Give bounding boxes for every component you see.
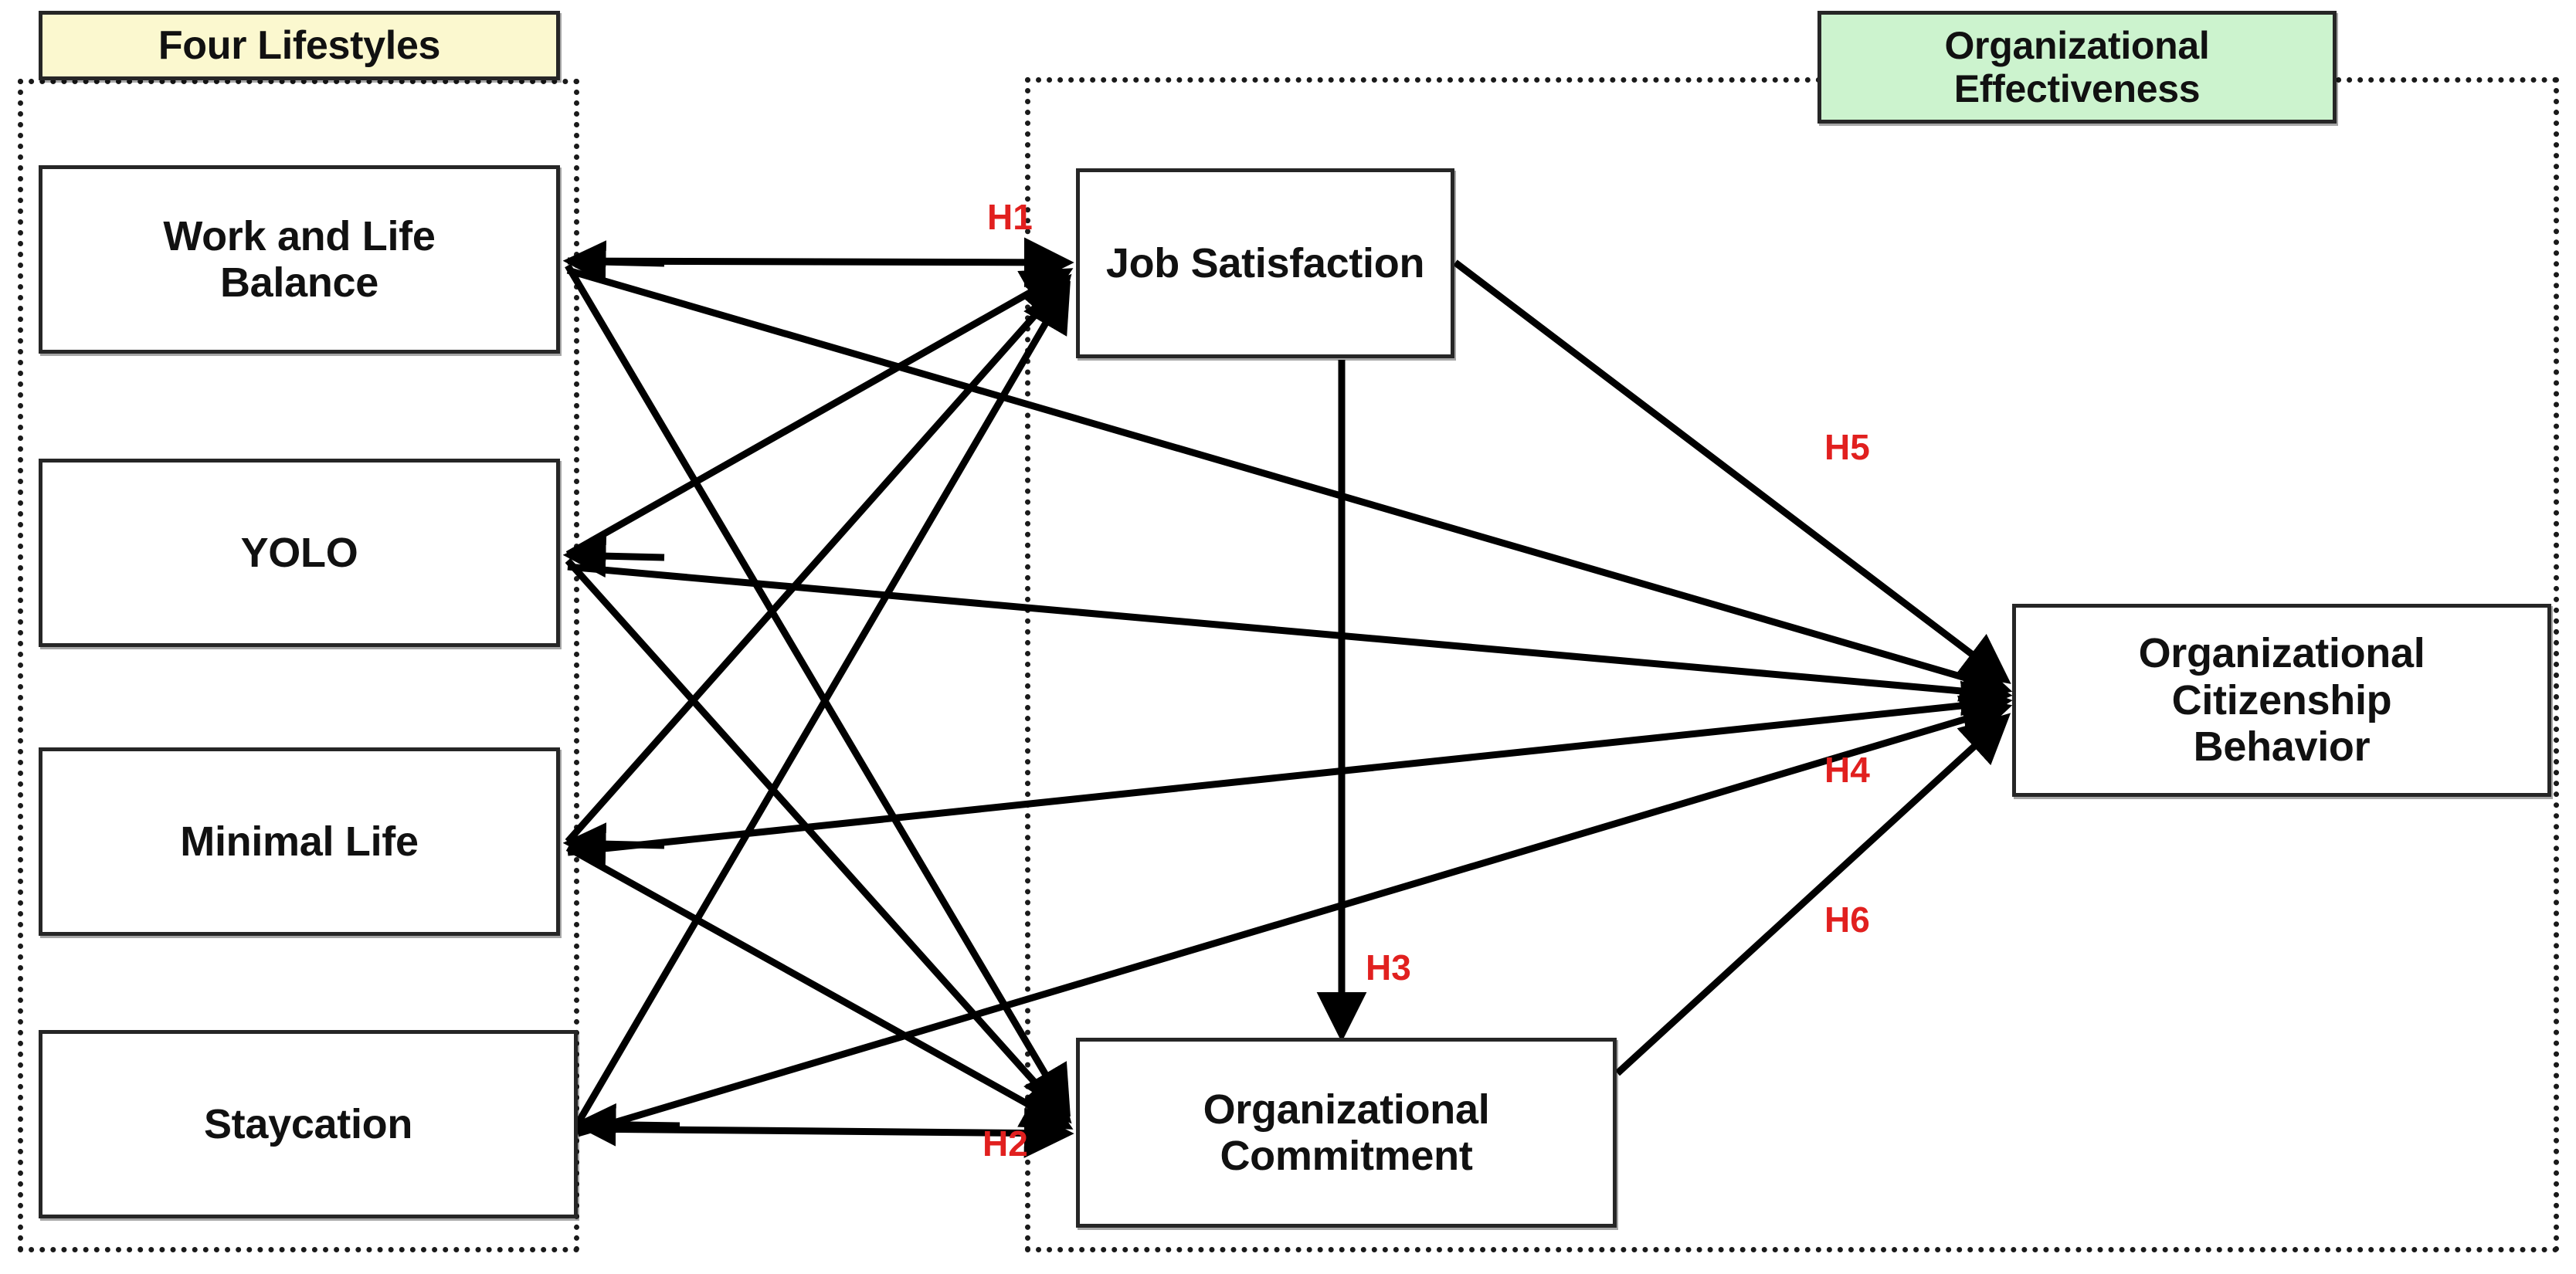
hypothesis-label-h6: H6 — [1824, 900, 1870, 940]
node-staycation[interactable]: Staycation — [39, 1030, 578, 1218]
node-staycation-label: Staycation — [203, 1100, 413, 1147]
hypothesis-label-h2: H2 — [983, 1123, 1028, 1164]
node-minimal-life[interactable]: Minimal Life — [39, 747, 560, 936]
group-title-four-lifestyles-label: Four Lifestyles — [158, 22, 441, 68]
origin-arrowheads — [562, 240, 680, 1147]
node-yolo-label: YOLO — [240, 529, 358, 576]
hypothesis-label-h5: H5 — [1824, 427, 1870, 467]
node-job-satisfaction-label: Job Satisfaction — [1105, 239, 1425, 286]
node-organizational-commitment[interactable]: Organizational Commitment — [1076, 1038, 1617, 1228]
path-lifestyles-to-organizational-commitment — [565, 263, 1074, 1158]
node-work-and-life-balance-label: Work and Life Balance — [163, 212, 436, 306]
node-organizational-citizenship-behavior-label: Organizational Citizenship Behavior — [2138, 630, 2425, 771]
node-job-satisfaction[interactable]: Job Satisfaction — [1076, 168, 1454, 358]
hypothesis-label-h4: H4 — [1824, 750, 1870, 790]
group-title-organizational-effectiveness-label: Organizational Effectiveness — [1944, 24, 2210, 110]
node-yolo[interactable]: YOLO — [39, 459, 560, 647]
group-title-four-lifestyles: Four Lifestyles — [39, 11, 560, 80]
node-organizational-citizenship-behavior[interactable]: Organizational Citizenship Behavior — [2012, 604, 2551, 797]
node-minimal-life-label: Minimal Life — [180, 818, 419, 865]
node-work-and-life-balance[interactable]: Work and Life Balance — [39, 165, 560, 354]
node-organizational-commitment-label: Organizational Commitment — [1203, 1086, 1490, 1179]
group-title-organizational-effectiveness: Organizational Effectiveness — [1817, 11, 2337, 124]
hypothesis-label-h3: H3 — [1366, 947, 1411, 988]
path-lifestyles-to-job-satisfaction — [565, 237, 1074, 1126]
hypothesis-label-h1: H1 — [987, 197, 1033, 237]
